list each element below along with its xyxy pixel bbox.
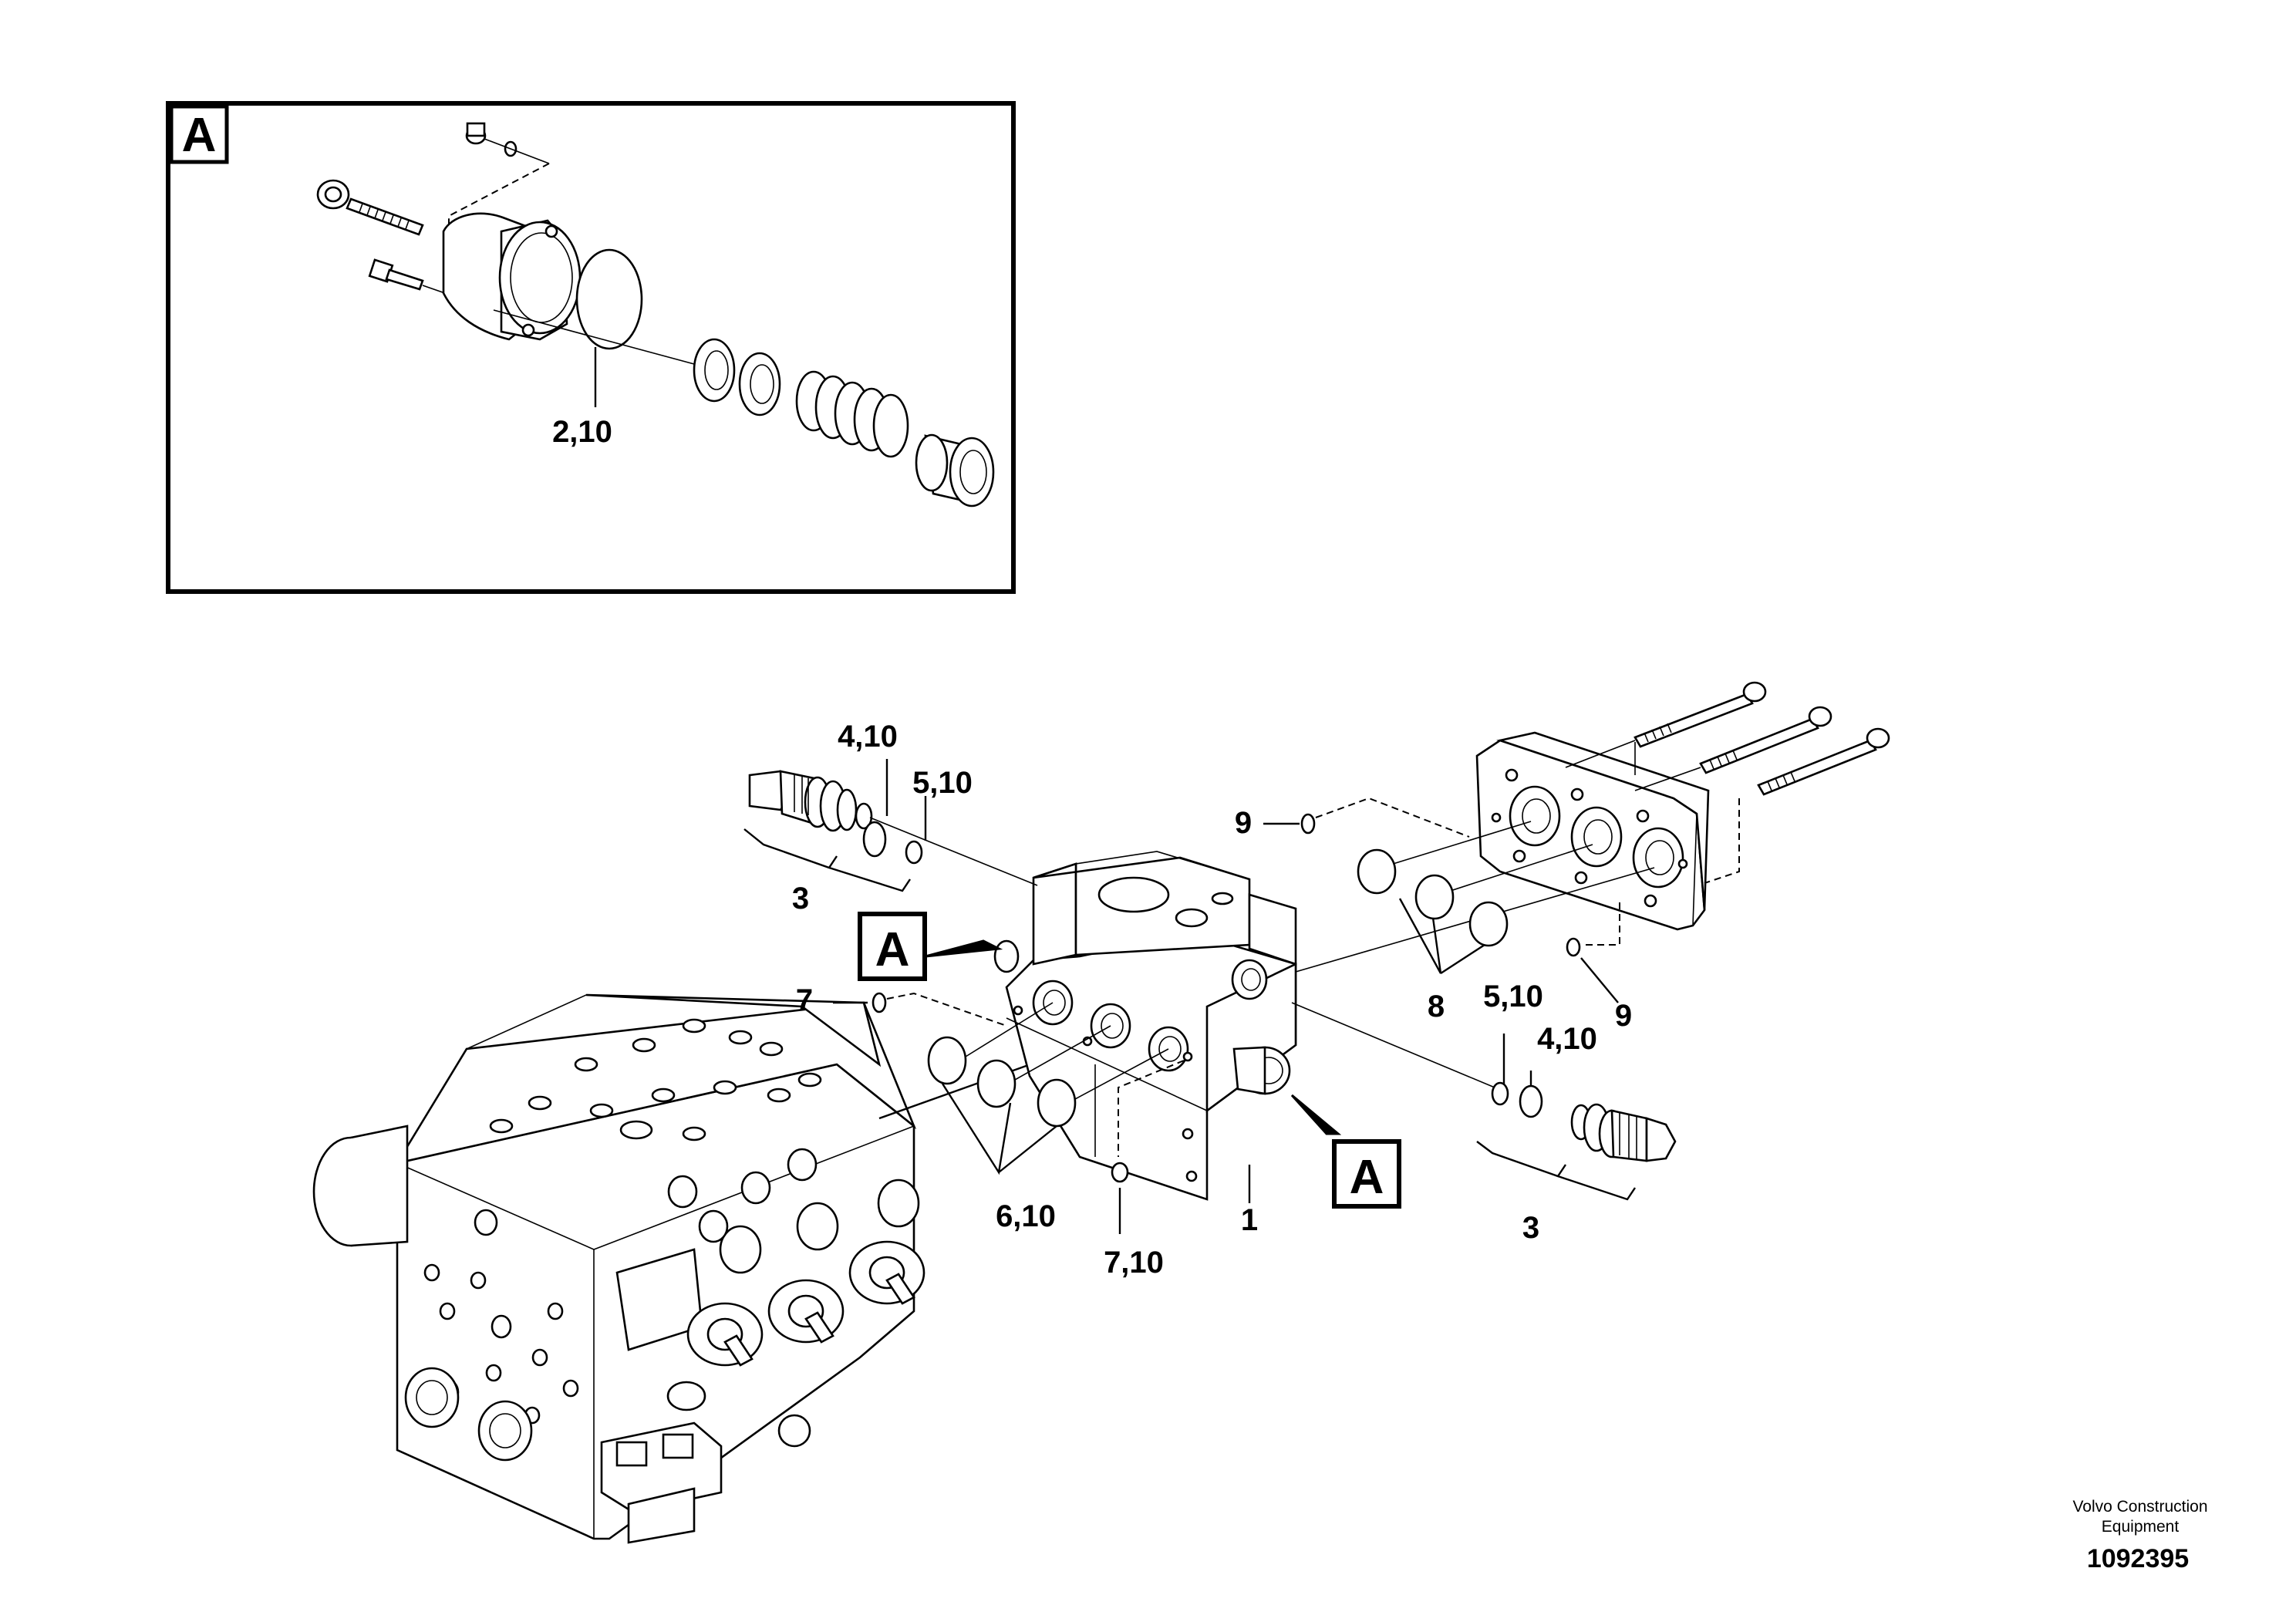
relief-valve-left [743,770,1038,892]
main-valve-bottom-plugs [404,1367,533,1462]
main-valve-pilot-valves [615,1148,925,1448]
o-ring-9-top [1300,813,1316,835]
o-ring-7-10 [1111,1162,1129,1183]
relief-valve-right [1491,1081,1677,1162]
inset-label-box [169,104,229,164]
o-rings-6-10 [927,1002,1169,1128]
callout-9-top: 9 [1235,806,1252,840]
company-name-line1: Volvo Construction [2072,1498,2207,1516]
main-control-valve [312,993,925,1544]
callout-7-10: 7,10 [1104,1246,1164,1280]
callout-3-right: 3 [1522,1211,1539,1245]
main-valve-end-cap [312,1125,409,1247]
callout-1: 1 [1241,1203,1258,1237]
callout-4-10-right: 4,10 [1537,1022,1597,1056]
detail-reference-a-left: A [858,912,1003,981]
callout-9-right: 9 [1615,999,1632,1033]
company-name-line2: Equipment [2102,1518,2180,1536]
callout-7: 7 [796,983,813,1017]
callout-8: 8 [1428,990,1445,1023]
callout-5-10-top: 5,10 [912,766,973,800]
inset-o-ring [575,248,643,350]
inset-spring [795,370,909,458]
o-ring-7 [872,992,887,1013]
inset-cover-housing [442,212,582,341]
callout-inset-2-10: 2,10 [552,415,612,449]
callout-6-10: 6,10 [996,1199,1056,1233]
detail-reference-a-right: A [1290,1094,1401,1209]
callout-5-10-right: 5,10 [1483,980,1543,1013]
document-number: 1092395 [2087,1544,2189,1573]
inset-piston [915,433,995,508]
detail-inset-a: A [166,101,1016,594]
o-rings-8 [1357,848,1509,947]
callout-4-10-top: 4,10 [838,720,898,754]
end-cover-bolts [1565,681,1890,884]
callout-3-left: 3 [792,882,809,916]
inset-long-bolt [316,179,424,236]
main-valve-front-ports [423,1209,579,1425]
svg-text:A: A [875,923,910,976]
inset-label: A [182,109,217,162]
end-cover-plate [1475,731,1710,931]
main-valve-top-ports [489,1018,822,1141]
main-valve-solenoid-connectors [600,1421,723,1544]
inset-small-screw [465,122,550,164]
section-valve-1 [993,851,1297,1201]
inset-washers [693,338,781,416]
svg-text:A: A [1350,1151,1384,1204]
o-ring-9-right [1566,937,1581,957]
